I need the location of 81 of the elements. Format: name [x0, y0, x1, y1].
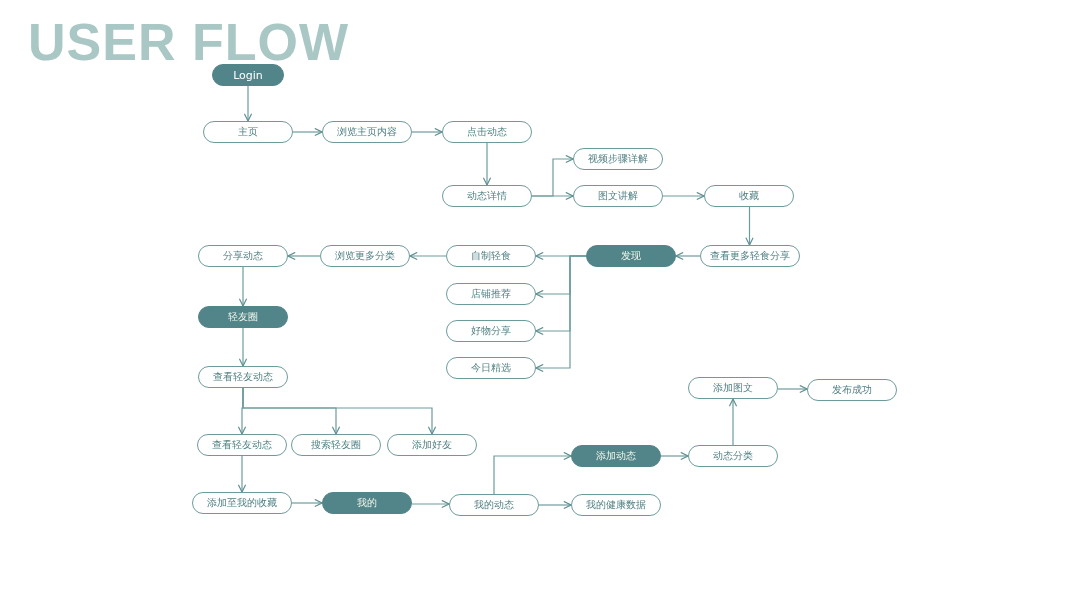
step-label: 轻友圈 — [228, 310, 258, 324]
step-pill — [203, 121, 293, 143]
step-label: Login — [233, 68, 263, 82]
flow-arrow — [728, 398, 738, 446]
flow-arrow — [745, 206, 754, 246]
flow-arrow — [238, 327, 248, 367]
step-label: 添加动态 — [596, 449, 636, 463]
step-label: 发现 — [621, 249, 641, 263]
step-pill — [688, 445, 778, 467]
step-pill — [322, 121, 412, 143]
step-label: 我的 — [357, 496, 377, 510]
step-label: 动态分类 — [713, 449, 753, 463]
step-label: 今日精选 — [471, 361, 511, 375]
step-pill — [807, 379, 897, 401]
flow-arrow — [238, 266, 248, 307]
flow-arrow — [243, 85, 253, 122]
step-pill — [320, 245, 410, 267]
step-label: 浏览主页内容 — [337, 125, 397, 139]
step-pill — [571, 494, 661, 516]
flow-arrow — [409, 251, 447, 261]
flow-arrow — [482, 142, 492, 186]
flow-arrow — [777, 384, 808, 394]
step-pill — [198, 366, 288, 388]
highlighted-step-pill — [212, 64, 284, 86]
step-label: 我的健康数据 — [586, 498, 646, 512]
step-pill — [442, 185, 532, 207]
step-label: 好物分享 — [471, 324, 511, 338]
step-pill — [573, 148, 663, 170]
step-pill — [197, 434, 287, 456]
step-label: 浏览更多分类 — [335, 249, 395, 263]
step-pill — [446, 320, 536, 342]
step-pill — [442, 121, 532, 143]
step-label: 主页 — [238, 125, 258, 139]
flow-arrow — [411, 499, 450, 509]
step-label: 查看轻友动态 — [212, 438, 272, 452]
flow-arrow — [493, 451, 572, 495]
flow-arrow — [237, 455, 247, 493]
step-label: 分享动态 — [223, 249, 263, 263]
flow-arrow — [411, 127, 443, 137]
step-label: 收藏 — [739, 189, 759, 203]
flow-arrow — [660, 451, 689, 461]
step-pill — [192, 492, 292, 514]
step-pill — [387, 434, 477, 456]
page-title: USER FLOW — [28, 12, 349, 71]
flow-arrow — [242, 387, 437, 435]
step-label: 发布成功 — [832, 383, 872, 397]
step-label: 查看更多轻食分享 — [710, 249, 790, 263]
step-pill — [688, 377, 778, 399]
highlighted-step-pill — [586, 245, 676, 267]
step-label: 添加好友 — [412, 438, 452, 452]
step-label: 点击动态 — [467, 125, 507, 139]
flow-arrow — [675, 251, 701, 261]
step-pill — [446, 283, 536, 305]
flow-arrow — [287, 251, 321, 261]
step-label: 自制轻食 — [471, 249, 511, 263]
highlighted-step-pill — [198, 306, 288, 328]
step-label: 图文讲解 — [598, 189, 638, 203]
highlighted-step-pill — [322, 492, 412, 514]
step-label: 添加至我的收藏 — [207, 496, 277, 510]
step-pill — [449, 494, 539, 516]
step-label: 动态详情 — [467, 189, 507, 203]
step-pill — [573, 185, 663, 207]
flow-arrow — [531, 191, 574, 201]
step-label: 添加图文 — [713, 381, 753, 395]
step-label: 搜索轻友圈 — [311, 438, 361, 452]
step-pill — [291, 434, 381, 456]
step-label: 我的动态 — [474, 498, 514, 512]
highlighted-step-pill — [571, 445, 661, 467]
step-pill — [446, 245, 536, 267]
step-label: 视频步骤详解 — [588, 152, 648, 166]
step-pill — [704, 185, 794, 207]
step-pill — [700, 245, 800, 267]
step-label: 查看轻友动态 — [213, 370, 273, 384]
flow-arrow — [291, 498, 323, 508]
flow-arrow — [292, 127, 323, 137]
flow-arrow — [538, 500, 572, 510]
step-pill — [446, 357, 536, 379]
flow-arrow — [535, 255, 587, 373]
flow-arrow — [662, 191, 705, 201]
step-label: 店铺推荐 — [471, 287, 511, 301]
step-pill — [198, 245, 288, 267]
